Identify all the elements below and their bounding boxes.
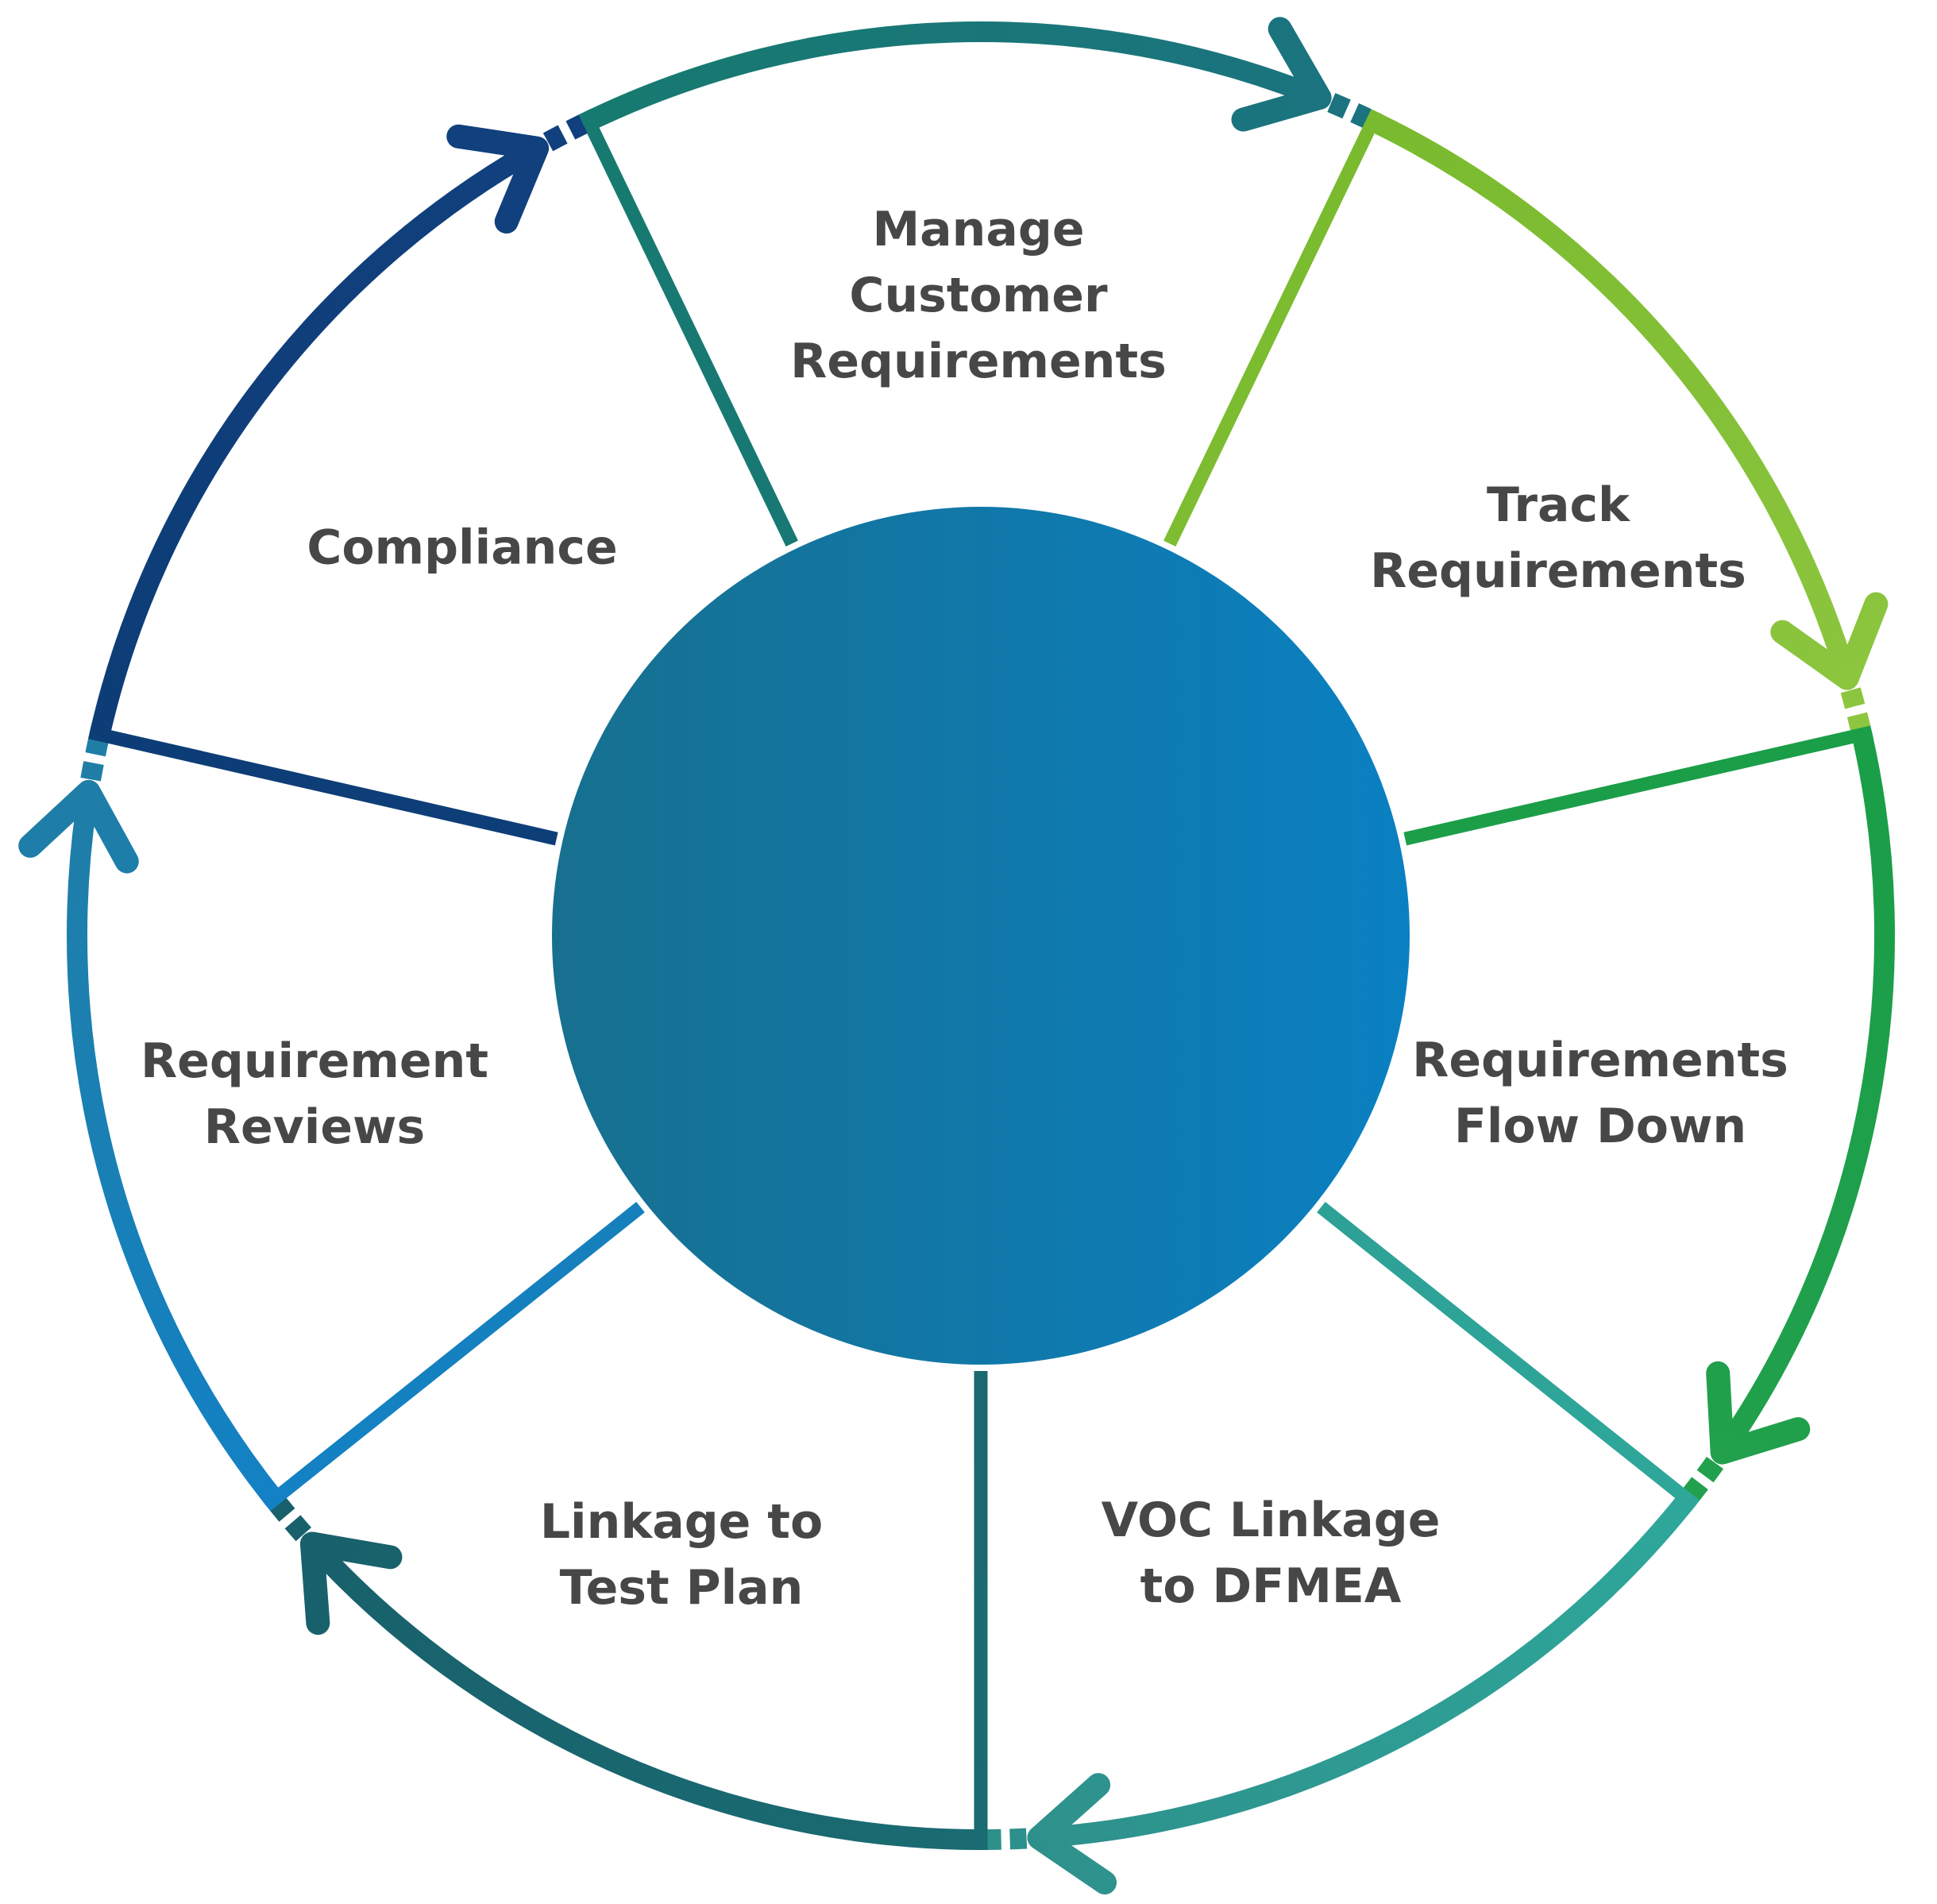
segment-arc-voc-linkage-to-dfmea	[1038, 1493, 1696, 1848]
segment-requirements-flow-down	[1403, 725, 1895, 1501]
segment-spoke-voc-linkage-to-dfmea	[1317, 1202, 1700, 1512]
segment-dashes-track-requirements	[1840, 687, 1871, 731]
segment-label-manage-customer-requirements: Manage Customer Requirements	[790, 201, 1167, 389]
segment-arc-manage-customer-requirements	[584, 21, 1324, 131]
segment-dashes-voc-linkage-to-dfmea	[986, 1828, 1028, 1850]
segment-label-requirement-reviews: Requirement Reviews	[140, 1033, 489, 1155]
segment-spoke-requirement-reviews	[261, 1202, 645, 1512]
segment-arrowhead-compliance	[446, 124, 550, 234]
segment-arrowhead-manage-customer-requirements	[1231, 17, 1332, 132]
segment-spoke-track-requirements	[1163, 109, 1383, 546]
segment-arc-track-requirements	[1368, 111, 1858, 682]
segment-label-requirements-flow-down: Requirements Flow Down	[1412, 1033, 1788, 1154]
segment-dashes-manage-customer-requirements	[1327, 93, 1372, 129]
segment-label-linkage-to-test-plan: Linkage to Test Plan	[539, 1494, 824, 1616]
segment-arrowhead-linkage-to-test-plan	[299, 1531, 403, 1636]
segment-label-compliance: Compliance	[307, 519, 618, 576]
segment-arrowhead-requirements-flow-down	[1706, 1361, 1811, 1465]
segment-dashes-linkage-to-test-plan	[270, 1497, 312, 1542]
segment-dashes-compliance	[542, 114, 588, 152]
segment-arrowhead-voc-linkage-to-dfmea	[1027, 1773, 1117, 1894]
center-circle	[552, 507, 1410, 1365]
segment-spoke-compliance	[87, 725, 558, 846]
segment-spoke-requirements-flow-down	[1403, 725, 1874, 846]
segment-manage-customer-requirements	[578, 17, 1372, 546]
segment-arrowhead-requirement-reviews	[18, 779, 139, 874]
segment-arc-compliance	[89, 139, 542, 737]
segment-dashes-requirements-flow-down	[1683, 1456, 1724, 1501]
segment-spoke-manage-customer-requirements	[578, 109, 798, 546]
segment-compliance	[87, 114, 588, 846]
segment-dashes-requirement-reviews	[80, 738, 109, 782]
segment-voc-linkage-to-dfmea	[986, 1202, 1700, 1894]
segment-label-track-requirements: Track Requirements	[1370, 477, 1746, 599]
segment-arrowhead-track-requirements	[1770, 592, 1889, 690]
segment-label-voc-linkage-to-dfmea: VOC Linkage to DFMEA	[1101, 1493, 1441, 1614]
segment-track-requirements	[1163, 109, 1889, 731]
segment-arc-linkage-to-test-plan	[304, 1536, 982, 1850]
segment-arc-requirements-flow-down	[1714, 732, 1895, 1459]
segment-arc-requirement-reviews	[67, 790, 283, 1506]
